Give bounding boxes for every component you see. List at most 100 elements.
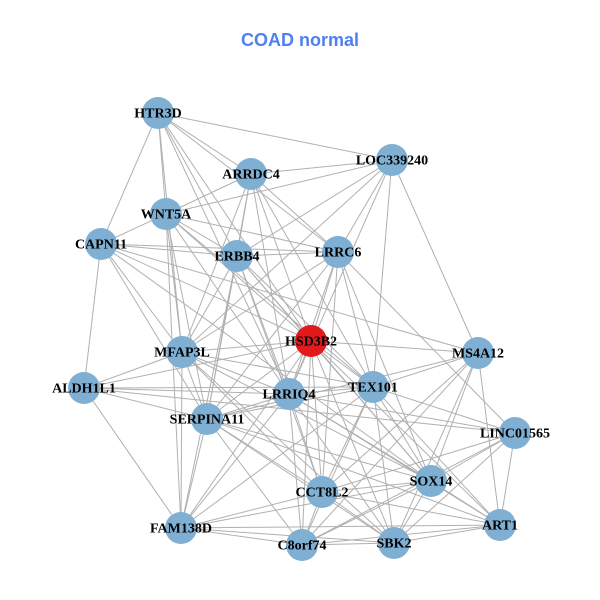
node-circle[interactable] <box>322 236 354 268</box>
node-circle[interactable] <box>142 97 174 129</box>
edge-MFAP3L-TEX101 <box>181 351 374 388</box>
edge-CAPN11-ALDH1L1 <box>83 243 102 389</box>
node-circle[interactable] <box>376 144 408 176</box>
edge-TEX101-SBK2 <box>372 386 395 544</box>
node-label: MS4A12 <box>452 347 504 362</box>
edge-TEX101-LINC01565 <box>372 386 516 434</box>
edge-HTR3D-ARRDC4 <box>157 112 252 175</box>
edge-CAPN11-MFAP3L <box>100 243 183 353</box>
edge-CAPN11-ERBB4 <box>100 243 238 257</box>
edge-MS4A12-SOX14 <box>430 352 479 482</box>
edge-MS4A12-SBK2 <box>393 352 479 544</box>
node-SOX14[interactable]: SOX14 <box>410 465 453 497</box>
edge-WNT5A-TEX101 <box>165 213 374 388</box>
edge-LRRC6-LINC01565 <box>337 251 516 434</box>
node-circle[interactable] <box>357 371 389 403</box>
edge-LOC339240-TEX101 <box>372 159 393 388</box>
node-circle[interactable] <box>150 198 182 230</box>
edge-MS4A12-CCT8L2 <box>321 352 479 493</box>
edge-MS4A12-ART1 <box>477 352 501 526</box>
edge-HSD3B2-SERPINA11 <box>206 340 312 420</box>
node-ART1[interactable]: ART1 <box>482 509 518 541</box>
node-circle[interactable] <box>68 372 100 404</box>
node-label: LRRC6 <box>315 246 362 261</box>
node-circle[interactable] <box>221 240 253 272</box>
node-SBK2[interactable]: SBK2 <box>376 527 412 559</box>
edge-LRRIQ4-SBK2 <box>288 393 395 544</box>
node-FAM138D[interactable]: FAM138D <box>150 512 212 544</box>
edge-LRRC6-TEX101 <box>337 251 374 388</box>
edge-TEX101-SOX14 <box>372 386 432 482</box>
chart-title: COAD normal <box>240 30 359 50</box>
node-circle[interactable] <box>378 527 410 559</box>
node-label: C8orf74 <box>278 539 327 554</box>
edge-ALDH1L1-LRRIQ4 <box>83 387 290 395</box>
node-label: TEX101 <box>348 381 398 396</box>
node-SERPINA11[interactable]: SERPINA11 <box>170 403 245 435</box>
edge-ERBB4-TEX101 <box>236 255 374 388</box>
node-circle[interactable] <box>499 417 531 449</box>
node-WNT5A[interactable]: WNT5A <box>141 198 192 230</box>
node-label: ERBB4 <box>214 250 259 265</box>
node-label: ARRDC4 <box>222 168 280 183</box>
node-LOC339240[interactable]: LOC339240 <box>356 144 428 176</box>
edge-LINC01565-CCT8L2 <box>321 432 516 493</box>
node-TEX101[interactable]: TEX101 <box>348 371 398 403</box>
edge-MFAP3L-ALDH1L1 <box>83 351 183 389</box>
node-circle[interactable] <box>462 337 494 369</box>
edge-LOC339240-MS4A12 <box>391 159 479 354</box>
node-CAPN11[interactable]: CAPN11 <box>75 228 127 260</box>
node-HSD3B2[interactable]: HSD3B2 <box>285 325 337 357</box>
node-circle[interactable] <box>165 512 197 544</box>
edge-HSD3B2-MFAP3L <box>181 340 312 353</box>
node-ALDH1L1[interactable]: ALDH1L1 <box>52 372 116 404</box>
edge-CCT8L2-FAM138D <box>180 491 323 529</box>
edge-LOC339240-MFAP3L <box>181 159 393 353</box>
node-circle[interactable] <box>295 325 327 357</box>
edge-SOX14-CCT8L2 <box>321 480 432 493</box>
edge-CCT8L2-ART1 <box>321 491 501 526</box>
edge-HTR3D-LOC339240 <box>157 112 393 161</box>
node-CCT8L2[interactable]: CCT8L2 <box>296 476 349 508</box>
edge-LOC339240-ERBB4 <box>236 159 393 257</box>
node-ERBB4[interactable]: ERBB4 <box>214 240 260 272</box>
edge-ERBB4-MFAP3L <box>181 255 238 353</box>
node-circle[interactable] <box>306 476 338 508</box>
edge-CAPN11-HSD3B2 <box>100 243 312 342</box>
edge-HTR3D-ERBB4 <box>157 112 238 257</box>
node-LRRIQ4[interactable]: LRRIQ4 <box>263 378 316 410</box>
edge-LOC339240-WNT5A <box>165 159 393 215</box>
node-label: WNT5A <box>141 208 192 223</box>
edge-WNT5A-SERPINA11 <box>165 213 208 420</box>
node-label: MFAP3L <box>154 346 210 361</box>
node-circle[interactable] <box>235 158 267 190</box>
node-C8orf74[interactable]: C8orf74 <box>278 529 327 561</box>
node-HTR3D[interactable]: HTR3D <box>134 97 182 129</box>
edge-LRRC6-MFAP3L <box>181 251 339 353</box>
node-MS4A12[interactable]: MS4A12 <box>452 337 504 369</box>
edge-FAM138D-C8orf74 <box>180 527 303 546</box>
edge-WNT5A-MFAP3L <box>165 213 183 353</box>
node-ARRDC4[interactable]: ARRDC4 <box>222 158 280 190</box>
node-circle[interactable] <box>415 465 447 497</box>
node-circle[interactable] <box>166 336 198 368</box>
edge-ARRDC4-LRRC6 <box>250 173 339 253</box>
node-circle[interactable] <box>85 228 117 260</box>
node-circle[interactable] <box>484 509 516 541</box>
edge-SERPINA11-FAM138D <box>180 418 208 529</box>
edge-HSD3B2-SBK2 <box>310 340 395 544</box>
edge-SOX14-C8orf74 <box>301 480 432 546</box>
edge-CAPN11-SERPINA11 <box>100 243 208 420</box>
node-MFAP3L[interactable]: MFAP3L <box>154 336 210 368</box>
node-circle[interactable] <box>191 403 223 435</box>
node-LINC01565[interactable]: LINC01565 <box>480 417 550 449</box>
node-circle[interactable] <box>273 378 305 410</box>
edge-LRRC6-CCT8L2 <box>321 251 339 493</box>
edge-SERPINA11-CCT8L2 <box>206 418 323 493</box>
edge-FAM138D-SBK2 <box>180 527 395 544</box>
node-circle[interactable] <box>286 529 318 561</box>
edge-ARRDC4-MFAP3L <box>181 173 252 353</box>
node-LRRC6[interactable]: LRRC6 <box>315 236 362 268</box>
